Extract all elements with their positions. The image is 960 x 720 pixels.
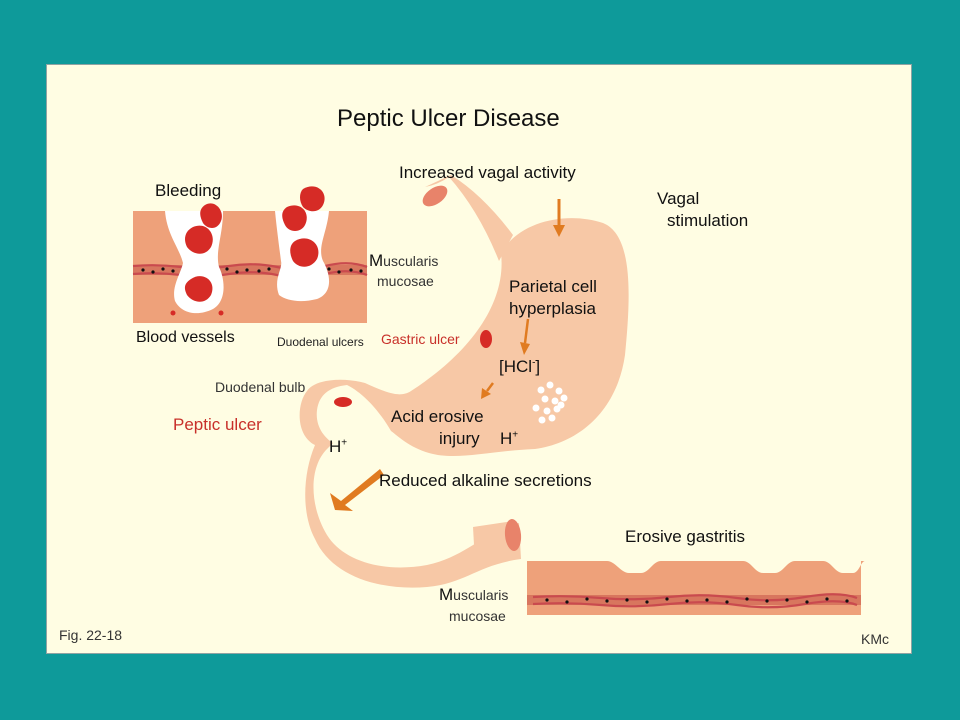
arrows — [330, 199, 565, 511]
reduced-alkaline-arrow — [330, 469, 384, 511]
label-blood-vessels: Blood vessels — [136, 329, 235, 346]
esophagus-opening — [422, 185, 448, 207]
gastritis-tissue-panel — [527, 561, 865, 615]
duodenum-opening — [504, 519, 522, 551]
label-gastric-ulcer: Gastric ulcer — [381, 331, 460, 347]
label-increased-vagal: Increased vagal activity — [399, 163, 576, 182]
label-stimulation: stimulation — [667, 211, 749, 230]
label-duodenal-bulb: Duodenal bulb — [215, 379, 306, 395]
credit-label: KMc — [861, 631, 889, 647]
label-injury: injury — [439, 429, 480, 448]
label-muscularis-bottom: Muscularis — [439, 585, 509, 604]
label-erosive-gastritis: Erosive gastritis — [625, 527, 745, 546]
label-parietal-cell: Parietal cell — [509, 277, 597, 296]
label-bleeding: Bleeding — [155, 181, 222, 200]
stomach-body — [299, 218, 629, 588]
label-acid-erosive: Acid erosive — [391, 407, 484, 426]
label-hcl: [HCl-] — [499, 357, 541, 376]
label-duodenal-ulcers: Duodenal ulcers — [277, 335, 364, 349]
label-muscularis-top: Muscularis — [369, 251, 439, 270]
diagram-art — [132, 175, 865, 615]
diagram-title: Peptic Ulcer Disease — [337, 105, 560, 132]
slide-panel: Peptic Ulcer Disease Increased vagal act… — [46, 64, 912, 654]
esophagus — [425, 175, 513, 261]
figure-number: Fig. 22-18 — [59, 627, 123, 643]
label-vagal: Vagal — [657, 189, 700, 208]
stomach-illustration — [299, 175, 629, 588]
label-reduced-alkaline: Reduced alkaline secretions — [379, 471, 592, 490]
label-mucosae-top: mucosae — [377, 273, 434, 289]
acid-particles — [532, 381, 568, 424]
label-mucosae-bottom: mucosae — [449, 608, 506, 624]
label-peptic-ulcer: Peptic ulcer — [173, 415, 262, 434]
label-h-plus-stomach: H+ — [500, 429, 519, 448]
label-hyperplasia: hyperplasia — [509, 299, 596, 318]
duodenal-ulcer-spot — [334, 397, 352, 407]
label-h-plus-duodenum: H+ — [329, 437, 348, 456]
gastric-ulcer-spot — [480, 330, 492, 348]
ulcer-tissue-panel — [132, 186, 368, 323]
